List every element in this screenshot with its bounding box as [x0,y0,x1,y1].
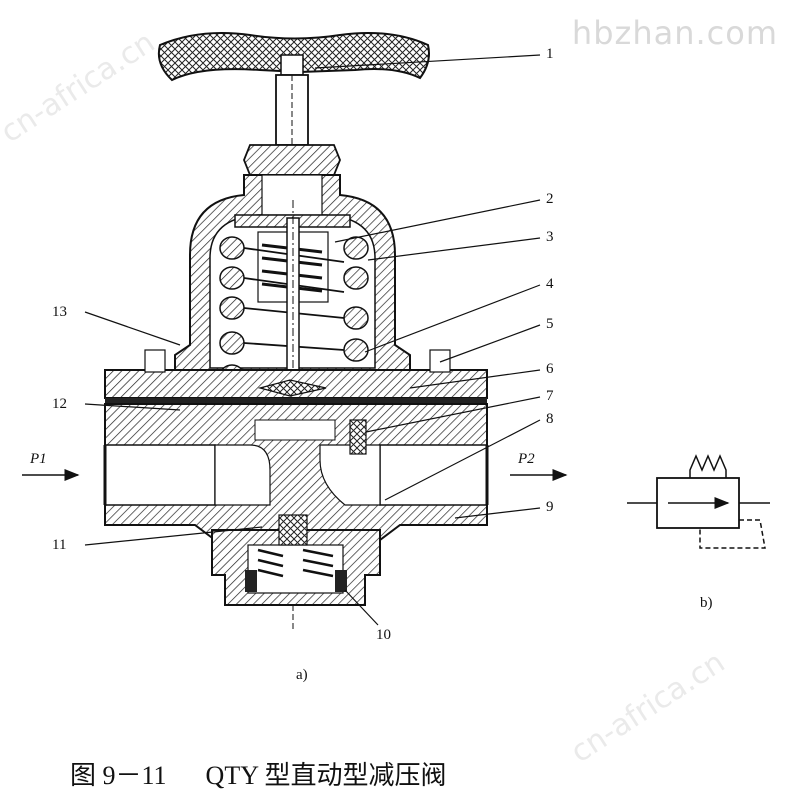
part-label-11: 11 [52,537,67,553]
leader-lines [84,54,541,626]
handle [157,31,430,82]
part-label-4: 4 [546,276,554,292]
watermark-top-right: hbzhan.com [571,14,778,52]
part-label-12: 12 [52,396,67,412]
part-label-10: 10 [376,627,391,643]
part-label-6: 6 [546,361,554,377]
part-label-8: 8 [546,411,554,427]
adjusting-stem [275,74,309,146]
part-label-7: 7 [546,388,554,404]
figure-number: 图 9－11 [70,761,167,790]
part-label-9: 9 [546,499,554,515]
part-label-2: 2 [546,191,554,207]
valve-body [103,403,489,541]
part-label-1: 1 [546,46,554,62]
symbol-pilot-line [699,519,766,549]
part-label-13: 13 [52,304,67,320]
inlet-port-label: P1 [30,451,47,467]
symbol-spring [689,454,727,478]
figure-title: QTY 型直动型减压阀 [205,761,447,790]
part-label-3: 3 [546,229,554,245]
part-label-5: 5 [546,316,554,332]
subfigure-b-label: b) [700,595,713,611]
outlet-port-label: P2 [518,451,535,467]
valve-graphic-symbol [627,454,770,549]
bottom-cap [211,514,381,630]
subfigure-a-label: a) [296,667,308,683]
lock-nut [243,144,341,176]
figure-caption: 图 9－11 QTY 型直动型减压阀 [70,755,447,792]
